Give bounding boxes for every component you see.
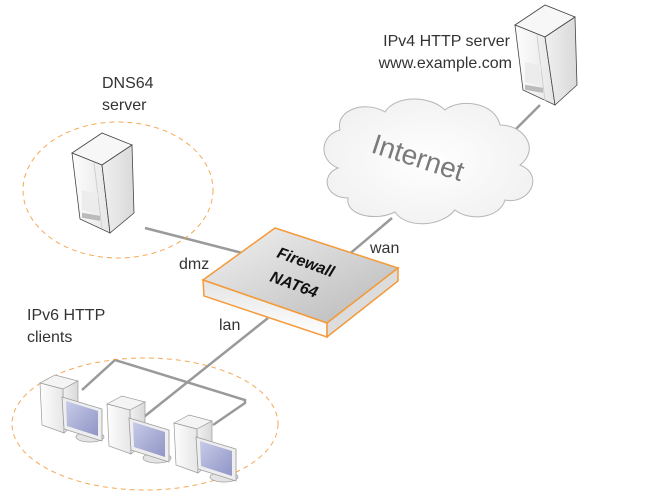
cloud-icon — [323, 98, 534, 225]
lan-label: lan — [219, 317, 240, 334]
ipv4-server-label-line2: www.example.com — [378, 55, 512, 72]
internet-cloud[interactable]: Internet — [323, 98, 534, 225]
dns64-label-line2: server — [102, 97, 147, 114]
workstation-icon — [39, 374, 105, 443]
server-tower-icon — [514, 4, 578, 106]
server-tower-icon — [71, 132, 135, 234]
workstation-icon — [173, 414, 239, 483]
ipv4-server-label-line1: IPv4 HTTP server — [383, 33, 511, 50]
lan-zone-outline — [11, 357, 279, 491]
dmz-label: dmz — [179, 256, 209, 273]
dmz-zone-outline — [22, 121, 214, 259]
workstation-icon — [106, 395, 172, 464]
link-client-bus — [81, 358, 247, 427]
workstation-1[interactable] — [39, 374, 105, 443]
dns64-label-line1: DNS64 — [102, 75, 154, 92]
ipv4-server[interactable] — [514, 4, 578, 106]
workstation-3[interactable] — [173, 414, 239, 483]
link-dmz — [144, 226, 251, 257]
firewall-nat64[interactable]: Firewall NAT64 — [201, 227, 400, 339]
firewall-appliance-icon — [201, 227, 400, 339]
clients-label-line2: clients — [27, 329, 72, 346]
dns64-server[interactable] — [71, 132, 135, 234]
clients-label-line1: IPv6 HTTP — [27, 307, 105, 324]
wan-label: wan — [369, 240, 399, 257]
link-lan — [139, 317, 269, 421]
workstation-2[interactable] — [106, 395, 172, 464]
links — [81, 104, 541, 427]
